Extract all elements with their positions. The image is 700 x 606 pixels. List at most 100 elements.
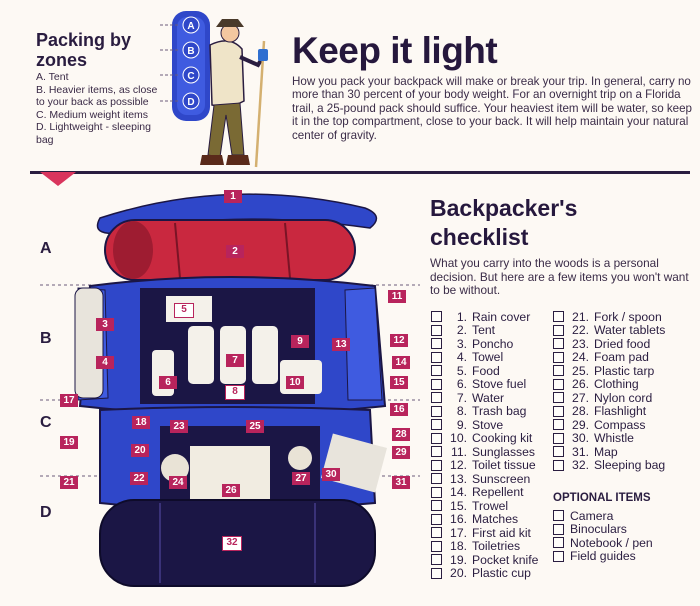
checkbox[interactable] xyxy=(431,567,442,579)
checkbox[interactable] xyxy=(431,351,442,363)
item-number: 15. xyxy=(450,498,467,513)
zone-item-c: C. Medium weight items xyxy=(36,108,149,121)
checkbox[interactable] xyxy=(431,338,442,350)
checklist-item: 30. Whistle xyxy=(553,431,634,446)
checkbox[interactable] xyxy=(431,419,442,431)
checklist-item: 11.Sunglasses xyxy=(431,445,535,459)
item-number: 7. xyxy=(456,390,467,405)
checkbox[interactable] xyxy=(431,527,442,539)
checkbox[interactable] xyxy=(553,405,564,417)
checkbox[interactable] xyxy=(553,378,564,390)
callout-7: 7 xyxy=(226,354,244,367)
checkbox[interactable] xyxy=(553,351,564,363)
checkbox[interactable] xyxy=(553,510,564,522)
checkbox[interactable] xyxy=(431,432,442,444)
item-number: 30. xyxy=(572,431,589,446)
section-divider xyxy=(30,171,690,174)
checklist-item: 2.Tent xyxy=(431,323,496,338)
callout-30: 30 xyxy=(322,468,340,481)
item-number: 27. xyxy=(572,390,589,405)
item-label: Compass xyxy=(594,417,646,432)
hiker-zone-markers: A B C D xyxy=(182,16,200,110)
checklist-item: 6.Stove fuel xyxy=(431,377,526,391)
callout-11: 11 xyxy=(388,290,406,303)
checkbox[interactable] xyxy=(553,365,564,377)
main-intro: How you pack your backpack will make or … xyxy=(292,75,693,142)
callout-3: 3 xyxy=(96,318,114,331)
checkbox[interactable] xyxy=(431,378,442,390)
zone-item-b: B. Heavier items, as close to your back … xyxy=(36,83,158,109)
zone-letter-a: A xyxy=(40,240,52,257)
checkbox[interactable] xyxy=(431,311,442,323)
callout-5: 5 xyxy=(174,303,194,318)
item-label: First aid kit xyxy=(472,525,531,540)
callout-22: 22 xyxy=(130,472,148,485)
checklist-item: 15. Trowel xyxy=(431,499,508,513)
item-number: 10. xyxy=(450,431,467,446)
checklist-item: 12.Toilet tissue xyxy=(431,458,536,472)
callout-21: 21 xyxy=(60,476,78,489)
checkbox[interactable] xyxy=(431,473,442,485)
checkbox[interactable] xyxy=(431,500,442,512)
checkbox[interactable] xyxy=(553,446,564,458)
checkbox[interactable] xyxy=(431,459,442,471)
optional-item: Field guides xyxy=(553,549,636,564)
checkbox[interactable] xyxy=(431,365,442,377)
checklist-item: 9.Stove xyxy=(431,418,503,432)
callout-15: 15 xyxy=(390,376,408,389)
callout-1: 1 xyxy=(224,190,242,203)
checkbox[interactable] xyxy=(553,523,564,535)
checkbox[interactable] xyxy=(431,446,442,458)
callout-16: 16 xyxy=(390,403,408,416)
callout-4: 4 xyxy=(96,356,114,369)
item-label: Food xyxy=(472,363,500,378)
optional-item: Camera xyxy=(553,509,613,523)
callout-29: 29 xyxy=(392,446,410,459)
checkbox[interactable] xyxy=(553,392,564,404)
checklist-item: 5.Food xyxy=(431,364,500,378)
checkbox[interactable] xyxy=(553,419,564,431)
checklist-item: 13.Sunscreen xyxy=(431,472,530,486)
checkbox[interactable] xyxy=(431,405,442,417)
item-label: Fork / spoon xyxy=(594,309,662,324)
checklist-item: 4.Towel xyxy=(431,350,503,364)
callout-19: 19 xyxy=(60,436,78,449)
item-label: Matches xyxy=(472,512,519,527)
item-label: Field guides xyxy=(570,549,636,564)
item-label: Whistle xyxy=(594,431,634,446)
checkbox[interactable] xyxy=(553,537,564,549)
checklist-item: 16.Matches xyxy=(431,512,519,527)
item-label: Tent xyxy=(472,323,496,338)
checkbox[interactable] xyxy=(553,432,564,444)
checkbox[interactable] xyxy=(553,459,564,471)
hiker-hat xyxy=(216,19,244,27)
checkbox[interactable] xyxy=(553,324,564,336)
checkbox[interactable] xyxy=(431,513,442,525)
hiker-zone-a: A xyxy=(187,21,194,32)
checkbox[interactable] xyxy=(431,324,442,336)
callout-28: 28 xyxy=(392,428,410,441)
checklist-item: 18.Toiletries xyxy=(431,539,520,553)
item-label: Sunscreen xyxy=(472,471,531,486)
checkbox[interactable] xyxy=(431,486,442,498)
item-number: 1. xyxy=(456,309,467,324)
item-label: Plastic cup xyxy=(472,566,531,581)
item-label: Sleeping bag xyxy=(594,458,666,473)
zone-item-d: D. Lightweight - sleeping bag xyxy=(36,121,151,146)
optional-items-title: OPTIONAL ITEMS xyxy=(553,492,651,504)
callout-24: 24 xyxy=(169,476,187,489)
hiker-illustration: A B C D xyxy=(160,11,268,168)
backpack-diagram xyxy=(40,193,420,587)
checkbox[interactable] xyxy=(431,392,442,404)
checkbox[interactable] xyxy=(431,540,442,552)
callout-25: 25 xyxy=(246,420,264,433)
poncho-pouch xyxy=(74,287,104,399)
checkbox[interactable] xyxy=(431,554,442,566)
callout-32: 32 xyxy=(222,536,242,551)
checkbox[interactable] xyxy=(553,311,564,323)
checkbox[interactable] xyxy=(553,550,564,562)
callout-8: 8 xyxy=(225,385,245,400)
item-label: Water tablets xyxy=(594,323,666,338)
item-label: Trowel xyxy=(472,498,509,513)
checkbox[interactable] xyxy=(553,338,564,350)
